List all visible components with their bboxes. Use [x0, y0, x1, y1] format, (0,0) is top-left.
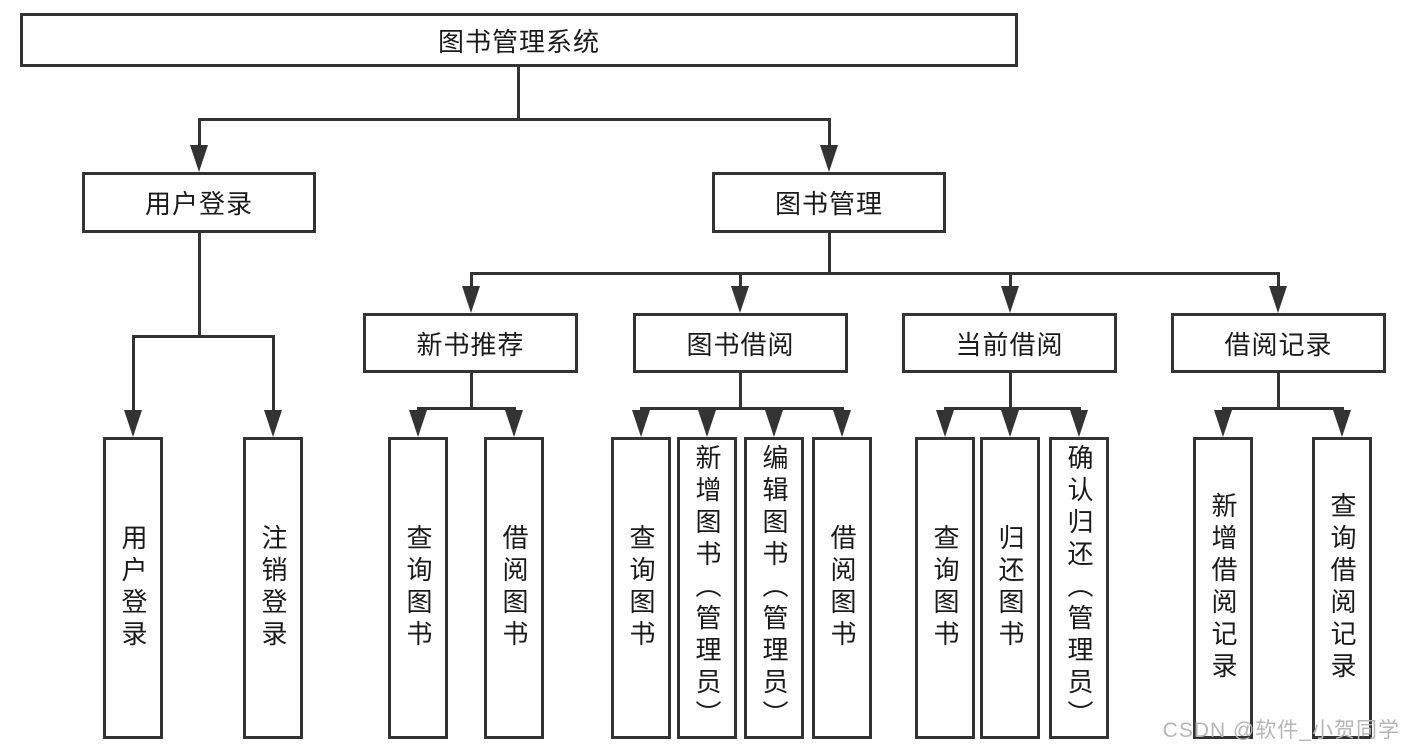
leaf-label: 确认归还（管理员） [1064, 444, 1094, 732]
node-user-login-label: 用户登录 [144, 189, 253, 219]
node-book-borrow: 图书借阅 [633, 313, 848, 373]
arrowhead-icon [409, 410, 427, 437]
connector-line [469, 272, 1280, 275]
arrowhead-icon [731, 286, 749, 313]
connector-line [469, 373, 473, 407]
node-root-system: 图书管理系统 [20, 13, 1018, 67]
node-book-management: 图书管理 [712, 172, 946, 233]
leaf-label: 查询图书 [626, 524, 656, 652]
connector-line [1221, 407, 1344, 410]
node-leaf-user-login: 用户登录 [103, 437, 163, 739]
connector-line [1008, 275, 1012, 286]
connector-line [1276, 373, 1280, 407]
connector-line [639, 407, 844, 410]
connector-line [738, 275, 742, 286]
leaf-label: 查询图书 [403, 524, 433, 652]
connector-line [271, 338, 275, 410]
csdn-watermark: CSDN @软件_小贺同学 [1162, 719, 1400, 742]
leaf-label: 编辑图书（管理员） [759, 444, 789, 732]
arrowhead-icon [462, 286, 480, 313]
connector-line [197, 121, 201, 145]
leaf-label: 用户登录 [118, 524, 148, 652]
leaf-label: 新增借阅记录 [1208, 492, 1238, 684]
leaf-label: 借阅图书 [827, 524, 857, 652]
node-current-borrow-label: 当前借阅 [955, 329, 1064, 360]
node-leaf-query-books-recommend: 查询图书 [388, 437, 448, 739]
node-book-management-label: 图书管理 [774, 189, 883, 219]
arrowhead-icon [1001, 286, 1019, 313]
connector-line [943, 407, 1081, 410]
leaf-label: 注销登录 [258, 524, 288, 652]
arrowhead-icon [264, 410, 282, 437]
node-root-label: 图书管理系统 [437, 26, 600, 57]
arrowhead-icon [1269, 286, 1287, 313]
leaf-label: 查询借阅记录 [1327, 492, 1357, 684]
node-book-borrow-label: 图书借阅 [686, 329, 795, 360]
node-leaf-add-borrow-record: 新增借阅记录 [1193, 437, 1253, 739]
node-borrow-records-label: 借阅记录 [1224, 329, 1333, 360]
arrowhead-icon [833, 410, 851, 437]
leaf-label: 查询图书 [930, 524, 960, 652]
node-leaf-logout: 注销登录 [243, 437, 303, 739]
arrowhead-icon [936, 410, 954, 437]
connector-line [197, 233, 201, 335]
arrowhead-icon [1001, 410, 1019, 437]
node-leaf-borrow-books: 借阅图书 [812, 437, 872, 739]
arrowhead-icon [190, 145, 208, 172]
connector-line [131, 338, 135, 410]
node-leaf-confirm-return-admin: 确认归还（管理员） [1049, 437, 1109, 739]
arrowhead-icon [124, 410, 142, 437]
node-leaf-add-book-admin: 新增图书（管理员） [677, 437, 737, 739]
connector-line [738, 373, 742, 407]
leaf-label: 新增图书（管理员） [692, 444, 722, 732]
node-leaf-query-books-borrow: 查询图书 [611, 437, 671, 739]
arrowhead-icon [1214, 410, 1232, 437]
arrowhead-icon [1333, 410, 1351, 437]
node-leaf-borrow-books-recommend: 借阅图书 [484, 437, 544, 739]
node-new-book-recommend: 新书推荐 [363, 313, 578, 373]
connector-line [131, 335, 275, 338]
arrowhead-icon [698, 410, 716, 437]
node-new-book-recommend-label: 新书推荐 [416, 329, 525, 360]
node-current-borrow: 当前借阅 [902, 313, 1117, 373]
arrowhead-icon [505, 410, 523, 437]
connector-line [827, 233, 831, 272]
node-borrow-records: 借阅记录 [1171, 313, 1386, 373]
arrowhead-icon [632, 410, 650, 437]
connector-line [1008, 373, 1012, 407]
connector-line [827, 121, 831, 145]
node-leaf-query-books-current: 查询图书 [915, 437, 975, 739]
connector-line [1276, 275, 1280, 286]
node-leaf-edit-book-admin: 编辑图书（管理员） [744, 437, 804, 739]
node-leaf-query-borrow-record: 查询借阅记录 [1312, 437, 1372, 739]
arrowhead-icon [1070, 410, 1088, 437]
leaf-label: 借阅图书 [499, 524, 529, 652]
connector-line [416, 407, 516, 410]
connector-line [516, 67, 520, 118]
connector-line [469, 275, 473, 286]
connector-line [197, 118, 831, 121]
node-leaf-return-book: 归还图书 [980, 437, 1040, 739]
arrowhead-icon [765, 410, 783, 437]
leaf-label: 归还图书 [995, 524, 1025, 652]
node-user-login: 用户登录 [82, 172, 316, 233]
arrowhead-icon [820, 145, 838, 172]
